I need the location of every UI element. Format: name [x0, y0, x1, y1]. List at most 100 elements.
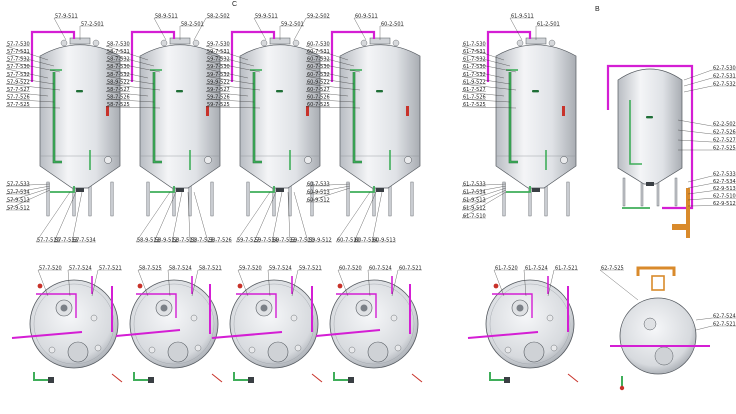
callout-text: 62-2-502 — [713, 121, 736, 127]
callout: 62-7-530 — [683, 65, 736, 81]
callout: 58-7-521 — [191, 265, 222, 297]
leader-line — [305, 45, 349, 61]
callout: 58-7-525 — [105, 102, 161, 108]
callout-text: 59-7-510 — [291, 237, 314, 243]
plan-drain — [311, 373, 323, 383]
leader-line — [677, 129, 713, 135]
callout-text: 58-7-510 — [173, 237, 196, 243]
plan-rim — [333, 283, 415, 365]
leader-line — [105, 76, 155, 85]
callout: 60-2-501 — [379, 21, 404, 40]
callout-text: 57-7-521 — [99, 265, 122, 271]
cip-pipe — [486, 30, 532, 82]
callout-text: 60-7-520 — [339, 265, 362, 271]
leader-line — [305, 91, 349, 97]
callout: 61-7-527 — [461, 87, 505, 97]
callout-text: 58-9-511 — [155, 13, 178, 19]
leader-line — [683, 77, 713, 87]
callout-text: 59-9-511 — [255, 13, 278, 19]
callout-text: 61-7-520 — [495, 265, 518, 271]
callout-text: 62-7-524 — [713, 313, 736, 319]
callout: 57-7-532 — [5, 72, 55, 85]
leader-line — [105, 68, 149, 79]
leader-line — [683, 69, 713, 81]
callout-text: 62-7-525 — [713, 145, 736, 151]
callout-text: 60-7-525 — [307, 102, 330, 108]
leader-line — [335, 191, 371, 243]
callout: 60-7-520 — [337, 265, 362, 297]
callout: 59-7-530 — [205, 64, 249, 79]
support-leg — [566, 181, 570, 217]
callout: 60-7-525 — [305, 102, 361, 108]
callout: 62-7-524 — [695, 313, 736, 321]
callout-text: 59-7-527 — [207, 87, 230, 93]
leader-line — [105, 91, 149, 97]
callout: 62-7-525 — [599, 265, 639, 301]
support-leg — [410, 181, 414, 217]
leader-line — [5, 99, 55, 103]
callout: 60-7-530 — [305, 64, 349, 79]
callout-text: 61-7-533 — [463, 181, 486, 187]
leader-line — [367, 269, 371, 297]
head-valve — [360, 39, 368, 47]
plan-port — [190, 314, 198, 322]
leader-line — [291, 269, 299, 297]
callout-text: 61-9-522 — [463, 79, 486, 85]
callout: 60-7-524 — [367, 265, 392, 297]
callout: 59-9-511 — [253, 13, 278, 41]
leader-line — [353, 191, 377, 243]
callout: 59-7-532 — [205, 72, 255, 85]
plan-outlet — [167, 341, 189, 363]
callout: 58-7-530 — [105, 41, 149, 61]
head-valve — [548, 39, 556, 47]
leader-line — [205, 45, 249, 61]
callout: 58-7-527 — [105, 87, 149, 97]
leader-line — [293, 17, 307, 41]
callout-text: 58-2-502 — [207, 13, 230, 19]
leader-line — [5, 76, 55, 85]
plan-outlet-pipe — [333, 372, 350, 381]
callout-text: 59-7-520 — [239, 265, 262, 271]
callout-text: 58-7-525 — [107, 102, 130, 108]
tank-elevation — [230, 30, 321, 217]
sample-port — [404, 156, 412, 164]
callout: 59-7-525 — [205, 102, 261, 108]
callout: 60-7-531 — [305, 49, 355, 67]
support-leg — [46, 181, 50, 217]
leader-line — [391, 269, 399, 297]
plan-port — [148, 346, 156, 354]
callout: 58-2-502 — [193, 13, 230, 41]
callout-text: 58-7-531 — [107, 49, 130, 55]
plan-cip-pipe — [115, 284, 211, 337]
callout-text: 62-7-521 — [713, 321, 736, 327]
leader-line — [153, 17, 167, 41]
leader-line — [461, 76, 511, 85]
cip-pipe — [330, 30, 376, 82]
leader-line — [293, 191, 309, 243]
leader-line — [461, 106, 517, 109]
callout-text: 61-7-510 — [463, 213, 486, 219]
leader-line — [523, 269, 527, 297]
callout-text: 58-2-501 — [181, 21, 204, 27]
callout-text: 60-9-513 — [373, 237, 396, 243]
leader-line — [461, 185, 507, 195]
callout-text: 59-7-531 — [207, 49, 230, 55]
leader-line — [67, 269, 71, 297]
tank-shell — [39, 44, 121, 189]
callout: 58-7-530 — [105, 64, 149, 79]
plan-outlet-valve — [48, 377, 54, 383]
support-leg — [210, 181, 214, 217]
callout-text: 61-7-531 — [463, 49, 486, 55]
callout: 60-7-530 — [305, 41, 349, 61]
callout: 61-7-532 — [461, 72, 511, 85]
callout-text: 59-7-534 — [255, 237, 278, 243]
thermometer — [306, 106, 309, 116]
callout-text: 62-7-534 — [713, 179, 736, 185]
callout: 57-9-522 — [5, 79, 61, 91]
callout: 57-7-526 — [5, 95, 55, 103]
plan-port — [94, 344, 102, 352]
callout: 61-9-512 — [461, 189, 507, 211]
callout: 59-7-527 — [235, 191, 271, 243]
callout: 62-7-526 — [677, 129, 736, 135]
leader-line — [171, 191, 183, 243]
